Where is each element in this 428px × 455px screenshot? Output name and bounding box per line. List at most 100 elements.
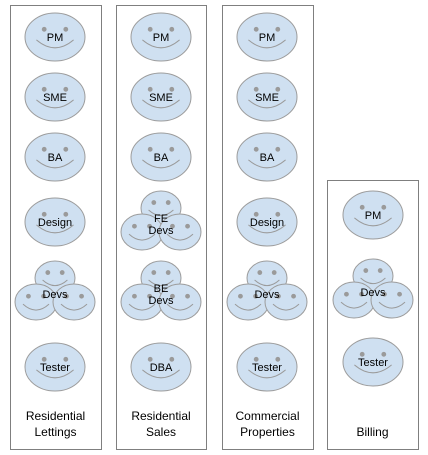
team-name: Commercial bbox=[235, 409, 299, 423]
face-eye bbox=[359, 291, 364, 297]
face-eye bbox=[132, 223, 137, 229]
face-eye bbox=[253, 293, 258, 299]
team-member: SME bbox=[236, 72, 298, 122]
face-smile bbox=[248, 39, 286, 49]
face bbox=[52, 283, 96, 321]
face-eye bbox=[363, 268, 369, 273]
face-smile bbox=[166, 303, 194, 311]
face-eye bbox=[185, 223, 190, 229]
face-smile bbox=[166, 233, 194, 241]
face bbox=[158, 283, 202, 321]
face-smile bbox=[354, 364, 392, 374]
face-smile bbox=[36, 369, 74, 379]
face bbox=[24, 72, 86, 122]
team-member: Tester bbox=[24, 342, 86, 392]
role-label: PM bbox=[47, 32, 64, 44]
role-label: FE bbox=[154, 213, 168, 225]
team-name: Properties bbox=[240, 425, 295, 439]
team-name: Sales bbox=[146, 425, 176, 439]
face-eye bbox=[63, 356, 69, 362]
team-member: Design bbox=[236, 197, 298, 247]
role-label: Tester bbox=[40, 362, 70, 374]
face-smile bbox=[254, 279, 280, 287]
face-eye bbox=[41, 293, 46, 299]
face-eye bbox=[359, 351, 365, 357]
team-member: SME bbox=[130, 72, 192, 122]
face-eye bbox=[185, 293, 190, 299]
face-eye bbox=[165, 200, 171, 205]
face-eye bbox=[382, 291, 387, 297]
face-eye bbox=[63, 211, 69, 217]
face-smile bbox=[142, 39, 180, 49]
face bbox=[130, 342, 192, 392]
face-eye bbox=[381, 351, 387, 357]
team-member: PM bbox=[24, 12, 86, 62]
team-member: SME bbox=[24, 72, 86, 122]
role-label: Tester bbox=[252, 362, 282, 374]
face-eye bbox=[344, 291, 349, 297]
face bbox=[24, 197, 86, 247]
face-smile bbox=[128, 233, 156, 241]
face-eye bbox=[275, 86, 281, 92]
role-label: PM bbox=[259, 32, 276, 44]
face-eye bbox=[275, 26, 281, 32]
role-label: PM bbox=[153, 32, 170, 44]
face-smile bbox=[142, 369, 180, 379]
face-eye bbox=[64, 293, 69, 299]
role-label: Devs bbox=[148, 295, 174, 307]
team-panel: PMSMEBADesignDevsTesterCommercialPropert… bbox=[222, 5, 314, 450]
face-eye bbox=[170, 293, 175, 299]
face-eye bbox=[41, 86, 47, 92]
face-smile bbox=[248, 224, 286, 234]
face bbox=[342, 337, 404, 387]
face-eye bbox=[147, 223, 152, 229]
face-eye bbox=[169, 356, 175, 362]
face bbox=[24, 12, 86, 62]
role-label: SME bbox=[43, 92, 67, 104]
team-name: Billing bbox=[356, 425, 388, 439]
team-name: Residential bbox=[131, 409, 190, 423]
face-eye bbox=[59, 270, 65, 275]
face-eye bbox=[276, 293, 281, 299]
face-eye bbox=[147, 293, 152, 299]
face-smile bbox=[340, 301, 368, 309]
face bbox=[236, 342, 298, 392]
team-member: BA bbox=[24, 132, 86, 182]
team-member: PM bbox=[342, 190, 404, 240]
role-label: Design bbox=[250, 217, 284, 229]
face bbox=[342, 190, 404, 240]
face-smile bbox=[354, 217, 392, 227]
face-smile bbox=[272, 303, 300, 311]
team-member: PM bbox=[236, 12, 298, 62]
face-eye bbox=[41, 211, 47, 217]
team-name: Lettings bbox=[34, 425, 76, 439]
face-eye bbox=[397, 291, 402, 297]
face-eye bbox=[165, 270, 171, 275]
team-member: Tester bbox=[236, 342, 298, 392]
face-eye bbox=[41, 146, 47, 152]
role-label: DBA bbox=[150, 362, 173, 374]
role-label: Devs bbox=[148, 225, 174, 237]
role-label: PM bbox=[365, 210, 382, 222]
team-panel: PMSMEBADesignDevsTesterResidentialLettin… bbox=[10, 5, 102, 450]
face-eye bbox=[169, 146, 175, 152]
role-label: SME bbox=[149, 92, 173, 104]
face-eye bbox=[147, 86, 153, 92]
face bbox=[236, 197, 298, 247]
face-eye bbox=[79, 293, 84, 299]
team-member: PM bbox=[130, 12, 192, 62]
face-eye bbox=[169, 86, 175, 92]
face-eye bbox=[147, 356, 153, 362]
team-member: BA bbox=[236, 132, 298, 182]
face bbox=[370, 281, 414, 319]
face-eye bbox=[147, 26, 153, 32]
role-label: BA bbox=[154, 152, 169, 164]
face-eye bbox=[132, 293, 137, 299]
face-eye bbox=[271, 270, 277, 275]
face bbox=[24, 132, 86, 182]
face-smile bbox=[360, 277, 386, 285]
face-smile bbox=[378, 301, 406, 309]
face bbox=[130, 72, 192, 122]
